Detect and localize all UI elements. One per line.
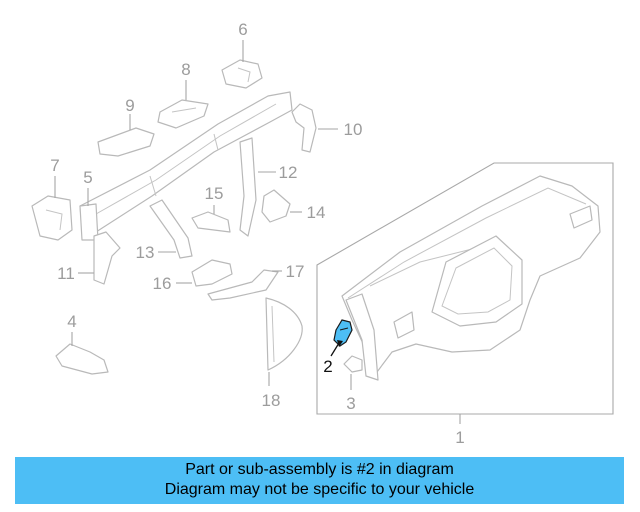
callout-3: 3 [346,394,355,413]
callout-12: 12 [279,163,298,182]
part-14-bracket [261,189,302,223]
part-11-bracket [78,231,121,285]
part-9-bracket [97,114,155,157]
callout-7: 7 [50,156,59,175]
part-18-panel [265,297,303,386]
part-17-bracket [207,269,282,301]
callout-11: 11 [57,264,75,283]
part-12-brace [239,137,276,237]
callout-5: 5 [83,168,92,187]
callout-16: 16 [153,274,172,293]
callout-10: 10 [344,120,363,139]
part-7-bracket [31,176,73,241]
info-banner: Part or sub-assembly is #2 in diagram Di… [15,457,624,504]
callout-8: 8 [181,60,190,79]
callout-15: 15 [205,184,224,203]
part-1-dashboard [341,175,601,424]
callout-17: 17 [286,262,305,281]
part-13-brace [149,199,193,259]
callout-2: 2 [323,357,332,376]
banner-line-2: Diagram may not be specific to your vehi… [164,481,475,498]
part-10-bracket [291,103,338,153]
banner-line-1: Part or sub-assembly is #2 in diagram [185,461,454,478]
parts-diagram: 1 2 3 4 5 6 7 8 9 10 11 12 13 14 15 16 1… [31,20,614,447]
part-16-bracket [176,259,233,287]
callout-6: 6 [238,20,247,39]
part-6-bracket [221,40,263,89]
part-15-bracket [191,205,231,233]
callout-14: 14 [307,203,326,222]
callout-18: 18 [262,391,281,410]
callout-4: 4 [67,312,76,331]
part-8-bracket [157,80,209,129]
part-4-bracket [55,332,109,375]
part-3-clip [343,355,363,390]
callout-1: 1 [455,428,464,447]
callout-13: 13 [136,243,155,262]
callout-9: 9 [125,96,134,115]
part-2-bracket-highlighted [330,319,353,357]
assembly-frame [316,162,614,415]
